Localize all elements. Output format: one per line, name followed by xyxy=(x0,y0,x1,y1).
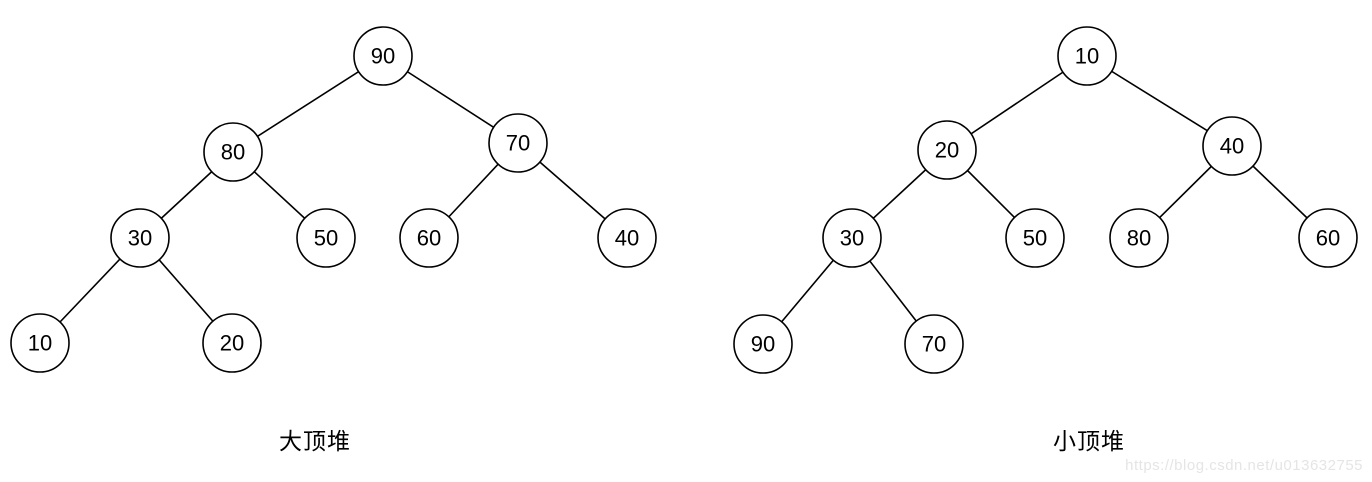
tree-node-value: 50 xyxy=(1023,226,1047,251)
tree-node-circle xyxy=(202,313,262,373)
csdn-watermark: https://blog.csdn.net/u013632755 xyxy=(1125,457,1363,474)
min-heap-tree: 10 20 40 30 50 80 60 90 70 xyxy=(733,26,1358,374)
tree-node-value: 70 xyxy=(922,332,946,357)
tree-node-circle xyxy=(1057,26,1117,86)
tree-node-circle xyxy=(10,313,70,373)
tree-node-value: 70 xyxy=(506,131,530,156)
tree-node-value: 30 xyxy=(840,226,864,251)
tree-node-circle xyxy=(822,208,882,268)
tree-node-value: 10 xyxy=(28,331,52,356)
min-heap-label: 小顶堆 xyxy=(1053,428,1125,454)
tree-node-value: 20 xyxy=(220,331,244,356)
tree-node-circle xyxy=(1109,208,1169,268)
tree-node-value: 80 xyxy=(1127,226,1151,251)
max-heap-tree: 90 80 70 30 50 60 40 10 20 xyxy=(10,26,657,373)
tree-node-value: 50 xyxy=(314,226,338,251)
tree-node-value: 90 xyxy=(751,332,775,357)
tree-node-value: 60 xyxy=(417,226,441,251)
tree-node-circle xyxy=(733,314,793,374)
tree-node-value: 30 xyxy=(128,226,152,251)
tree-node-value: 90 xyxy=(371,44,395,69)
tree-node-circle xyxy=(1202,116,1262,176)
tree-node-circle xyxy=(399,208,459,268)
tree-node-value: 20 xyxy=(935,138,959,163)
tree-node-circle xyxy=(110,208,170,268)
tree-node-circle xyxy=(203,122,263,182)
tree-node-value: 10 xyxy=(1075,44,1099,69)
tree-node-value: 40 xyxy=(615,226,639,251)
tree-node-circle xyxy=(597,208,657,268)
tree-node-circle xyxy=(353,26,413,86)
tree-node-circle xyxy=(1298,208,1358,268)
tree-node-circle xyxy=(904,314,964,374)
tree-node-circle xyxy=(296,208,356,268)
tree-node-circle xyxy=(917,120,977,180)
tree-node-value: 40 xyxy=(1220,134,1244,159)
tree-node-circle xyxy=(1005,208,1065,268)
max-heap-label: 大顶堆 xyxy=(279,428,351,454)
tree-node-value: 80 xyxy=(221,140,245,165)
tree-node-value: 60 xyxy=(1316,226,1340,251)
tree-node-circle xyxy=(488,113,548,173)
